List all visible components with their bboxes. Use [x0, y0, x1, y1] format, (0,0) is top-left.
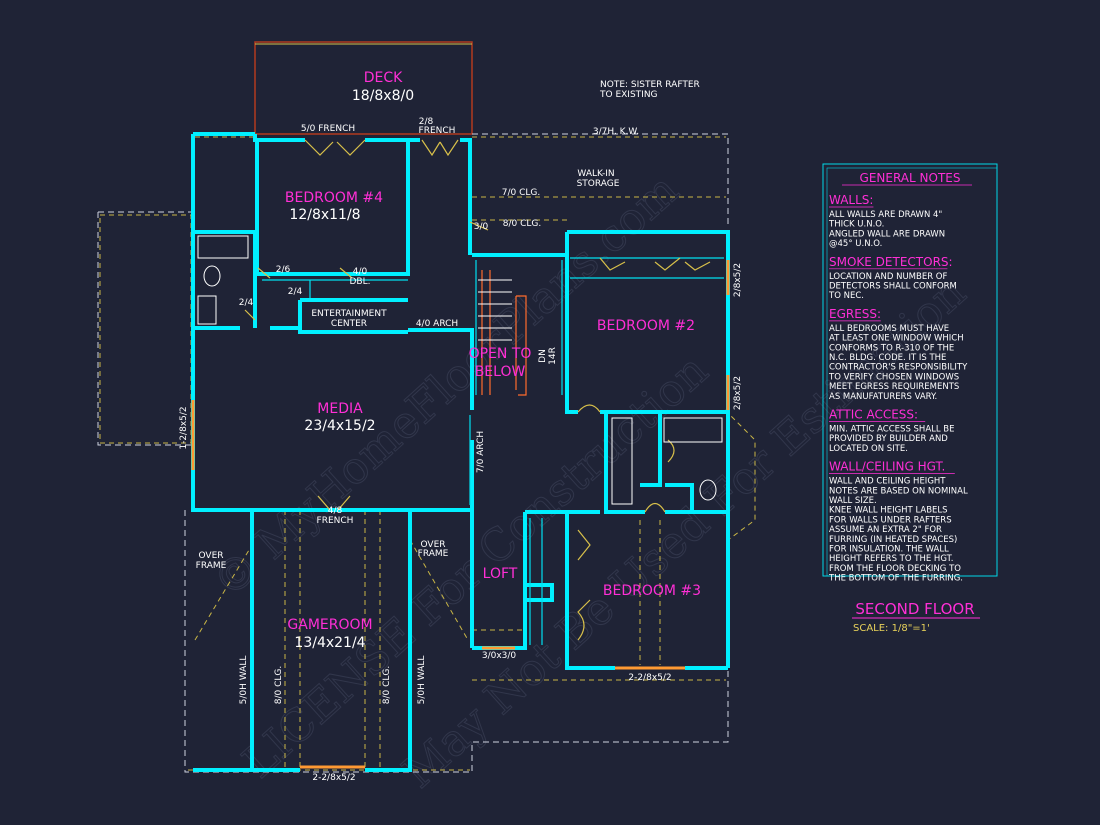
- open-below-line1: OPEN TO: [469, 346, 532, 362]
- french-28b-label: FRENCH: [419, 126, 456, 136]
- notes-line: ALL WALLS ARE DRAWN 4": [829, 210, 942, 220]
- notes-line: N.C. BLDG. CODE. IT IS THE: [829, 353, 946, 363]
- interior-lines: [262, 257, 724, 645]
- bedroom2-label: BEDROOM #2: [597, 318, 695, 334]
- notes-section-heading: WALLS:: [829, 193, 873, 207]
- notes-line: LOCATION AND NUMBER OF: [829, 272, 947, 282]
- notes-line: FROM THE FLOOR DECKING TO: [829, 564, 961, 574]
- notes-line: THE BOTTOM OF THE FURRING.: [828, 574, 963, 584]
- open-below-line2: BELOW: [475, 364, 526, 380]
- rafter-note-line1: NOTE: SISTER RAFTER: [600, 80, 700, 90]
- plan-title: SECOND FLOOR: [855, 600, 974, 618]
- notes-line: FURRING (IN HEATED SPACES): [829, 535, 957, 545]
- notes-line: WALL SIZE.: [829, 496, 877, 506]
- win-b2-top-label: 2/8x5/2: [733, 263, 743, 297]
- notes-line: WALL AND CEILING HEIGHT: [829, 477, 946, 487]
- clg80-label: 8/0 CLG.: [503, 219, 541, 229]
- room-labels: DECK 18/8x8/0 BEDROOM #4 12/8x11/8 MEDIA…: [285, 70, 701, 651]
- clg80-r-label: 8/0 CLG.: [382, 666, 392, 704]
- notes-line: KNEE WALL HEIGHT LABELS: [829, 506, 948, 516]
- notes-line: MIN. ATTIC ACCESS SHALL BE: [829, 425, 955, 435]
- notes-line: ANGLED WALL ARE DRAWN: [829, 229, 945, 239]
- windows: [191, 260, 730, 769]
- french-28a-label: 2/8: [419, 117, 434, 127]
- annotations: 5/0 FRENCH 2/8 FRENCH 3/7H. K.W. WALK-IN…: [179, 80, 743, 783]
- arch70-label: 7/0 ARCH: [476, 431, 486, 473]
- bedroom3-label: BEDROOM #3: [603, 583, 701, 599]
- notes-line: CONTRACTOR'S RESPONSIBILITY: [829, 363, 968, 373]
- bedroom4-dim: 12/8x11/8: [289, 207, 360, 223]
- walls: [191, 132, 730, 772]
- notes-line: ASSUME AN EXTRA 2" FOR: [829, 525, 942, 535]
- gameroom-dim: 13/4x21/4: [294, 635, 365, 651]
- arch40-label: 4/0 ARCH: [416, 319, 458, 329]
- over-frame-r2: FRAME: [418, 549, 449, 559]
- win-b2-bot-label: 2/8x5/2: [733, 376, 743, 410]
- general-notes-title: GENERAL NOTES: [860, 171, 961, 185]
- notes-line: LOCATED ON SITE.: [829, 444, 908, 454]
- notes-section-heading: SMOKE DETECTORS:: [829, 255, 953, 269]
- notes-section-heading: ATTIC ACCESS:: [829, 408, 918, 422]
- d24a-label: 2/4: [288, 287, 303, 297]
- d26-label: 2/6: [276, 265, 291, 275]
- french48b-label: FRENCH: [317, 516, 354, 526]
- kw-label: 3/7H. K.W.: [593, 127, 639, 137]
- win-game-label: 2-2/8x5/2: [312, 773, 355, 783]
- notes-line: HEIGHT REFERS TO THE HGT.: [829, 554, 953, 564]
- ent-line2: CENTER: [331, 319, 367, 329]
- notes-section-heading: WALL/CEILING HGT.: [829, 460, 945, 474]
- gameroom-label: GAMEROOM: [287, 617, 372, 633]
- notes-line: @45° U.N.O.: [829, 239, 882, 249]
- ent-line1: ENTERTAINMENT: [311, 309, 387, 319]
- d24b-label: 2/4: [239, 298, 254, 308]
- d40-label: 4/0: [353, 267, 368, 277]
- notes-line: PROVIDED BY BUILDER AND: [829, 434, 948, 444]
- loft-label: LOFT: [483, 566, 518, 582]
- d30-label: 3/0: [474, 222, 489, 232]
- dbl-label: DBL.: [350, 277, 371, 287]
- notes-line: DETECTORS SHALL CONFORM: [829, 282, 957, 292]
- notes-line: TO NEC.: [828, 291, 864, 301]
- bath-fixtures: [197, 235, 723, 505]
- notes-line: AS MANUFATURERS VARY.: [829, 392, 937, 402]
- notes-line: ALL BEDROOMS MUST HAVE: [829, 324, 949, 334]
- win-loft-label: 3/0x3/0: [482, 651, 517, 661]
- notes-line: CONFORMS TO R-310 OF THE: [829, 343, 954, 353]
- notes-line: NOTES ARE BASED ON NOMINAL: [829, 486, 968, 496]
- win-b3-label: 2-2/8x5/2: [628, 673, 671, 683]
- clg80-l-label: 8/0 CLG.: [274, 666, 284, 704]
- r14-label: 14R: [548, 347, 558, 365]
- french-50-label: 5/0 FRENCH: [301, 124, 355, 134]
- media-label: MEDIA: [317, 401, 363, 417]
- wall50-l-label: 5/0H WALL: [239, 656, 249, 705]
- win-left-label: 1-2/8x5/2: [179, 406, 189, 449]
- notes-line: FOR WALLS UNDER RAFTERS: [829, 515, 952, 525]
- clg70-label: 7/0 CLG.: [502, 188, 540, 198]
- notes-line: FOR INSULATION. THE WALL: [829, 545, 949, 555]
- deck-dim: 18/8x8/0: [352, 88, 414, 104]
- notes-line: TO VERIFY CHOSEN WINDOWS: [828, 372, 959, 382]
- plan-scale: SCALE: 1/8"=1': [853, 623, 930, 634]
- dn-label: DN: [538, 349, 548, 363]
- media-dim: 23/4x15/2: [304, 418, 375, 434]
- rafter-note-line2: TO EXISTING: [599, 90, 658, 100]
- wall50-r-label: 5/0H WALL: [417, 656, 427, 705]
- notes-section-heading: EGRESS:: [829, 307, 881, 321]
- notes-line: THICK U.N.O.: [828, 220, 884, 230]
- over-frame-l1: OVER: [198, 551, 223, 561]
- stair: [478, 270, 527, 396]
- deck-label: DECK: [364, 70, 403, 86]
- over-frame-l2: FRAME: [196, 561, 227, 571]
- walkin-line2: STORAGE: [577, 179, 620, 189]
- general-notes-box: GENERAL NOTES WALLS: ALL WALLS ARE DRAWN …: [822, 163, 998, 584]
- notes-line: MEET EGRESS REQUIREMENTS: [829, 382, 959, 392]
- bedroom4-label: BEDROOM #4: [285, 190, 383, 206]
- notes-line: AT LEAST ONE WINDOW WHICH: [829, 334, 964, 344]
- walkin-line1: WALK-IN: [577, 169, 614, 179]
- french48a-label: 4/8: [328, 506, 343, 516]
- over-frame-r1: OVER: [420, 540, 445, 550]
- deck-outline: [254, 41, 473, 135]
